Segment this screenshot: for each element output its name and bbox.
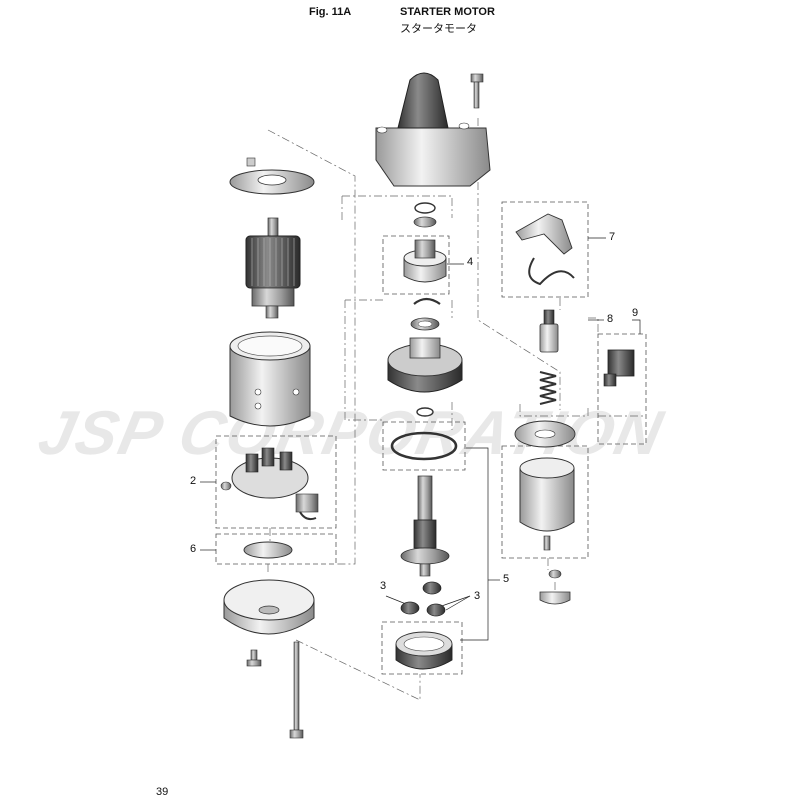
group-box-ring-gear <box>381 621 463 675</box>
callout-3-right: 3 <box>474 590 481 602</box>
callout-4: 4 <box>467 256 474 268</box>
brush-holder <box>603 349 635 387</box>
brush-plate <box>220 447 319 521</box>
guide-line-through-bolt <box>295 639 421 701</box>
solenoid-gasket <box>514 420 576 448</box>
callout-9: 9 <box>632 307 639 319</box>
group-box-washer <box>215 533 337 565</box>
pinion-shaft <box>400 475 450 577</box>
gear-housing <box>387 337 463 393</box>
terminal-nut <box>548 569 562 579</box>
return-spring <box>539 371 557 405</box>
washer-lower <box>416 407 434 417</box>
callout-8: 8 <box>607 313 614 325</box>
group-box-lever <box>501 201 589 298</box>
callout-5: 5 <box>503 573 510 585</box>
housing-bolt <box>470 73 484 109</box>
guide-line-plunger <box>559 298 599 334</box>
callout-3-left: 3 <box>380 580 387 592</box>
guide-line-bolt-solenoid <box>477 118 561 410</box>
group-box-gasket <box>382 421 466 471</box>
end-cover <box>223 579 315 635</box>
retaining-clip <box>413 297 441 305</box>
through-bolt <box>289 641 304 739</box>
internal-ring-gear <box>395 631 453 670</box>
figure-number: Fig. 11A <box>309 6 352 18</box>
assembly-guide-lines <box>267 118 646 701</box>
callout-2: 2 <box>190 475 197 487</box>
shift-lever <box>515 213 575 286</box>
callout-7: 7 <box>609 231 616 243</box>
guide-line-mid-group <box>344 299 453 421</box>
guide-line-solenoid-bottom <box>547 558 556 594</box>
planetary-gears <box>400 581 446 617</box>
group-box-pinion <box>382 235 450 295</box>
diagram-title-japanese: スタータモータ <box>400 23 477 35</box>
armature <box>245 217 301 319</box>
terminal-cap <box>539 591 571 605</box>
drive-housing <box>375 72 491 187</box>
solenoid-switch <box>519 457 575 551</box>
housing-gasket <box>390 431 458 461</box>
guide-line-top-group <box>341 195 453 222</box>
callout-6: 6 <box>190 543 197 555</box>
group-box-brush-holder <box>597 333 647 445</box>
snap-ring-upper <box>413 202 437 228</box>
washer-mid <box>410 317 440 331</box>
diagram-title: STARTER MOTOR <box>400 6 495 18</box>
pinion-gear <box>403 239 447 283</box>
guide-line-armature-left <box>267 129 356 565</box>
guide-line-gasket <box>519 404 646 417</box>
page-number: 39 <box>156 786 169 798</box>
end-cover-bolt <box>246 649 262 667</box>
thrust-washer <box>243 541 293 559</box>
yoke-frame <box>229 331 311 427</box>
armature-end-plate <box>229 157 315 195</box>
solenoid-plunger <box>539 309 559 353</box>
